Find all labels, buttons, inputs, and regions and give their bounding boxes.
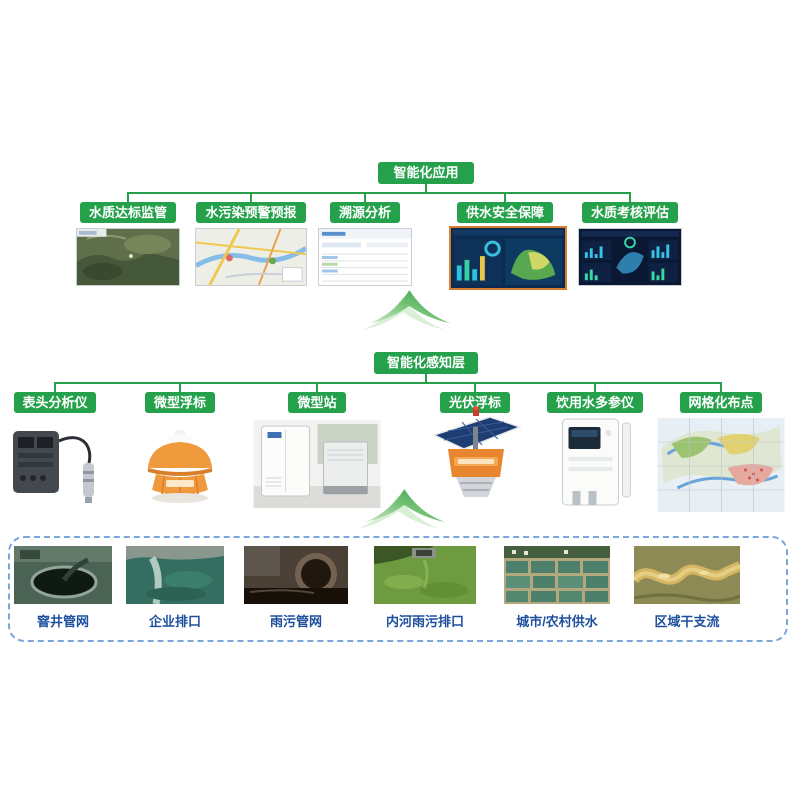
connector-line [594, 382, 596, 392]
source-item-label: 内河雨污排口 [385, 614, 465, 629]
sensor-item-label: 网格化布点 [680, 392, 762, 413]
multi-parameter-device-image [553, 415, 640, 510]
app-layer-header: 智能化应用 [378, 162, 474, 184]
sensor-item-label: 微型浮标 [145, 392, 215, 413]
micro-station-image [253, 420, 381, 508]
micro-buoy-image [132, 428, 228, 505]
sensor-item-label: 饮用水多参仪 [547, 392, 643, 413]
connector-line [425, 374, 427, 382]
connector-line [55, 382, 721, 384]
app-item-label: 水污染预警预报 [196, 202, 306, 223]
connector-line [128, 192, 630, 194]
satellite-map-thumbnail [76, 228, 180, 286]
source-item-label: 窨井管网 [36, 614, 90, 629]
supply-dashboard-thumbnail [449, 226, 567, 290]
source-sites-panel [8, 536, 788, 642]
analysis-table-thumbnail [318, 228, 412, 286]
manhole-photo [14, 546, 112, 604]
enterprise-outfall-photo [126, 546, 224, 604]
solar-buoy-image [420, 405, 532, 512]
app-item-label: 水质达标监管 [80, 202, 176, 223]
connector-line [425, 184, 427, 192]
source-item-label: 区域干支流 [654, 614, 720, 629]
pipe-network-photo [244, 546, 348, 604]
connector-line [316, 382, 318, 392]
sensor-item-label: 表头分析仪 [14, 392, 96, 413]
app-item-label: 水质考核评估 [582, 202, 678, 223]
river-aerial-photo [634, 546, 740, 604]
connector-line [250, 192, 252, 202]
perception-layer-header: 智能化感知层 [374, 352, 478, 374]
app-item-label: 溯源分析 [330, 202, 400, 223]
up-arrow-icon [353, 287, 461, 331]
sensor-item-label: 光伏浮标 [440, 392, 510, 413]
connector-line [364, 192, 366, 202]
probe-analyzer-image [9, 423, 101, 505]
city-map-thumbnail [195, 228, 307, 286]
grid-map-image [657, 418, 785, 512]
sensor-item-label: 微型站 [288, 392, 346, 413]
source-item-label: 城市/农村供水 [516, 614, 598, 629]
app-item-label: 供水安全保障 [457, 202, 553, 223]
connector-line [504, 192, 506, 202]
assessment-dashboard-thumbnail [578, 228, 682, 286]
up-arrow-icon [348, 486, 456, 530]
connector-line [127, 192, 129, 202]
connector-line [720, 382, 722, 392]
connector-line [474, 382, 476, 392]
connector-line [629, 192, 631, 202]
connector-line [54, 382, 56, 392]
water-supply-photo [504, 546, 610, 604]
river-outfall-photo [374, 546, 476, 604]
source-item-label: 雨污管网 [269, 614, 323, 629]
source-item-label: 企业排口 [148, 614, 202, 629]
connector-line [179, 382, 181, 392]
